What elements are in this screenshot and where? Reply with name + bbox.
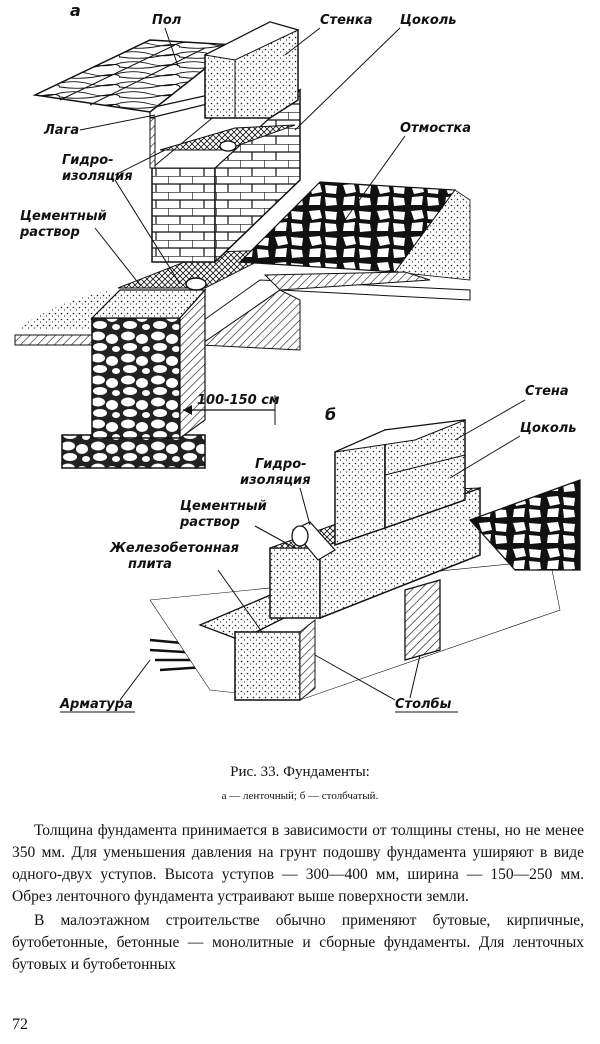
brick-plinth-front <box>151 167 216 263</box>
label-cement-mortar-2-a: раствор <box>19 225 80 240</box>
label-waterproofing-1-b: Гидро- <box>255 457 307 472</box>
figure-caption-title: Рис. 33. Фундаменты: <box>230 764 370 780</box>
label-waterproofing-1-a: Гидро- <box>62 153 114 168</box>
label-floor: Пол <box>152 13 182 28</box>
label-wall-a: Стенка <box>320 13 372 28</box>
part-a-letter: а <box>70 1 81 20</box>
footing-step <box>61 434 206 469</box>
paragraph-1: Толщина фундамента принимается в зависим… <box>12 822 584 905</box>
foundation-drawing: а Пол Стенка Цоколь Лага Гидро- изоляция… <box>14 1 581 713</box>
part-b-letter: б <box>325 405 336 424</box>
label-plinth-b: Цоколь <box>520 421 577 436</box>
paragraph-2: В малоэтажном строительстве обычно приме… <box>12 912 584 973</box>
page-number: 72 <box>12 1016 28 1033</box>
ground-strip <box>14 334 96 346</box>
ground-left <box>15 290 110 330</box>
pillar-back <box>404 579 441 661</box>
grade-beam-end <box>269 547 321 619</box>
paving-b <box>468 479 581 571</box>
rubble-foundation <box>91 317 181 439</box>
label-joist: Лага <box>43 123 79 138</box>
pillar-front <box>234 631 301 701</box>
label-blind-area: Отмостка <box>400 121 471 136</box>
body-text: Толщина фундамента принимается в зависим… <box>12 820 584 976</box>
label-cement-mortar-1-a: Цементный <box>20 209 107 224</box>
label-rc-slab-1: Железобетонная <box>109 541 239 556</box>
label-pillars: Столбы <box>395 697 452 712</box>
label-rebar: Арматура <box>59 697 133 712</box>
label-wall-b: Стена <box>525 384 569 399</box>
label-cement-mortar-2-b: раствор <box>179 515 240 530</box>
label-cement-mortar-1-b: Цементный <box>180 499 267 514</box>
label-plinth-a: Цоколь <box>400 13 457 28</box>
foundation-figure: а Пол Стенка Цоколь Лага Гидро- изоляция… <box>14 1 581 713</box>
label-waterproofing-2-b: изоляция <box>240 473 311 488</box>
figure-caption-subtitle: а — ленточный; б — столбчатый. <box>221 790 379 802</box>
label-dimension: 100-150 см <box>197 393 280 408</box>
label-rc-slab-2: плита <box>128 557 172 572</box>
